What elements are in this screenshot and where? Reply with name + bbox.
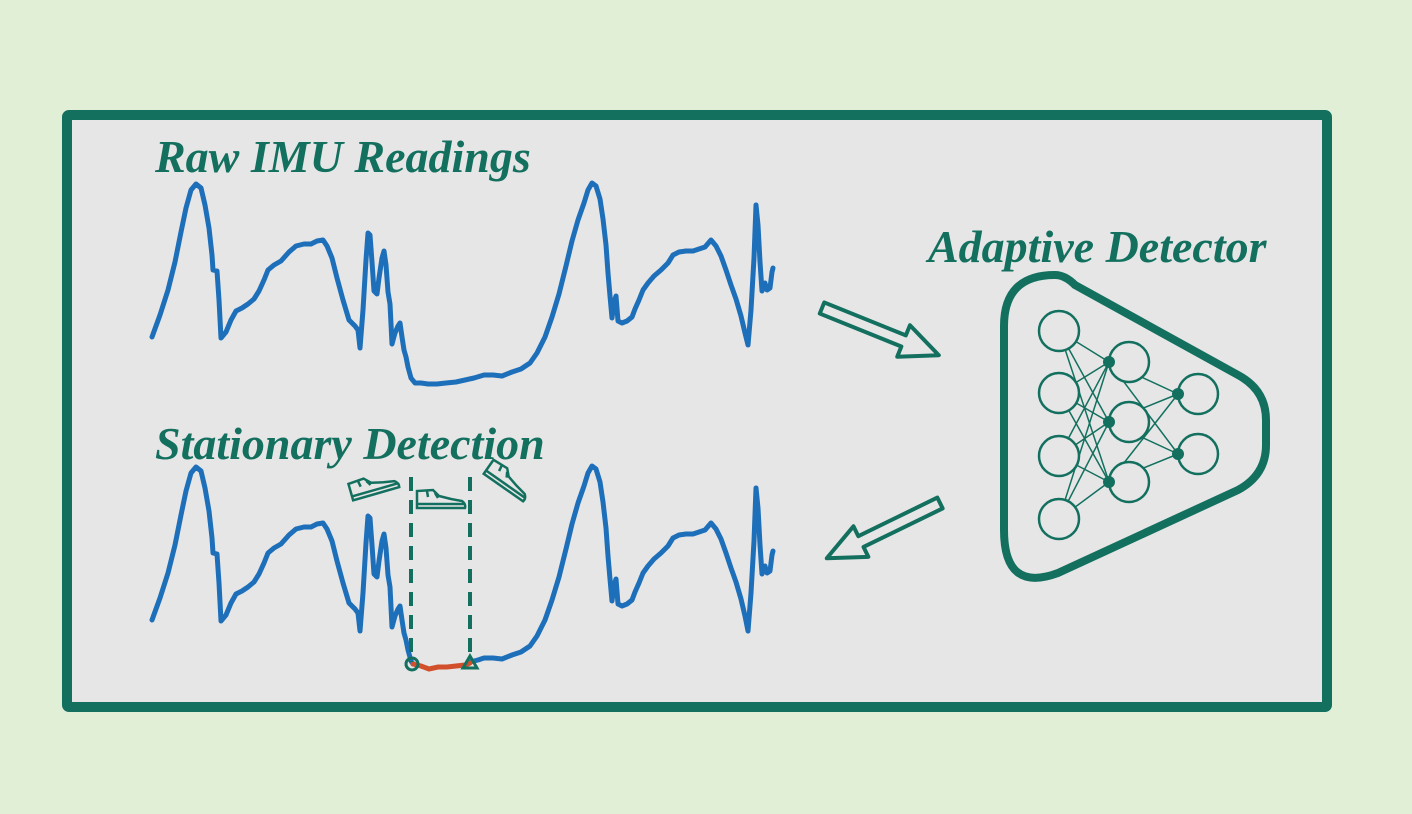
shoe-flat-icon: [415, 488, 467, 510]
stationary-detection-signal-tail: [467, 463, 776, 665]
raw-imu-title: Raw IMU Readings: [154, 131, 531, 182]
shoe-lifting-icon: [346, 477, 401, 502]
arrow-to-detector-icon: [817, 300, 941, 359]
detector-housing: [1000, 271, 1270, 582]
stationary-detection-title: Stationary Detection: [155, 418, 545, 469]
neural-network-icon: [1037, 309, 1220, 541]
stationary-detection-signal: [149, 464, 416, 667]
adaptive-detector-title: Adaptive Detector: [925, 221, 1268, 272]
raw-imu-signal: [149, 180, 776, 387]
arrow-from-detector-icon: [824, 495, 945, 561]
shoe-pushoff-icon: [482, 458, 527, 503]
stationary-start-marker: [404, 656, 420, 672]
stationary-end-marker: [460, 653, 480, 670]
